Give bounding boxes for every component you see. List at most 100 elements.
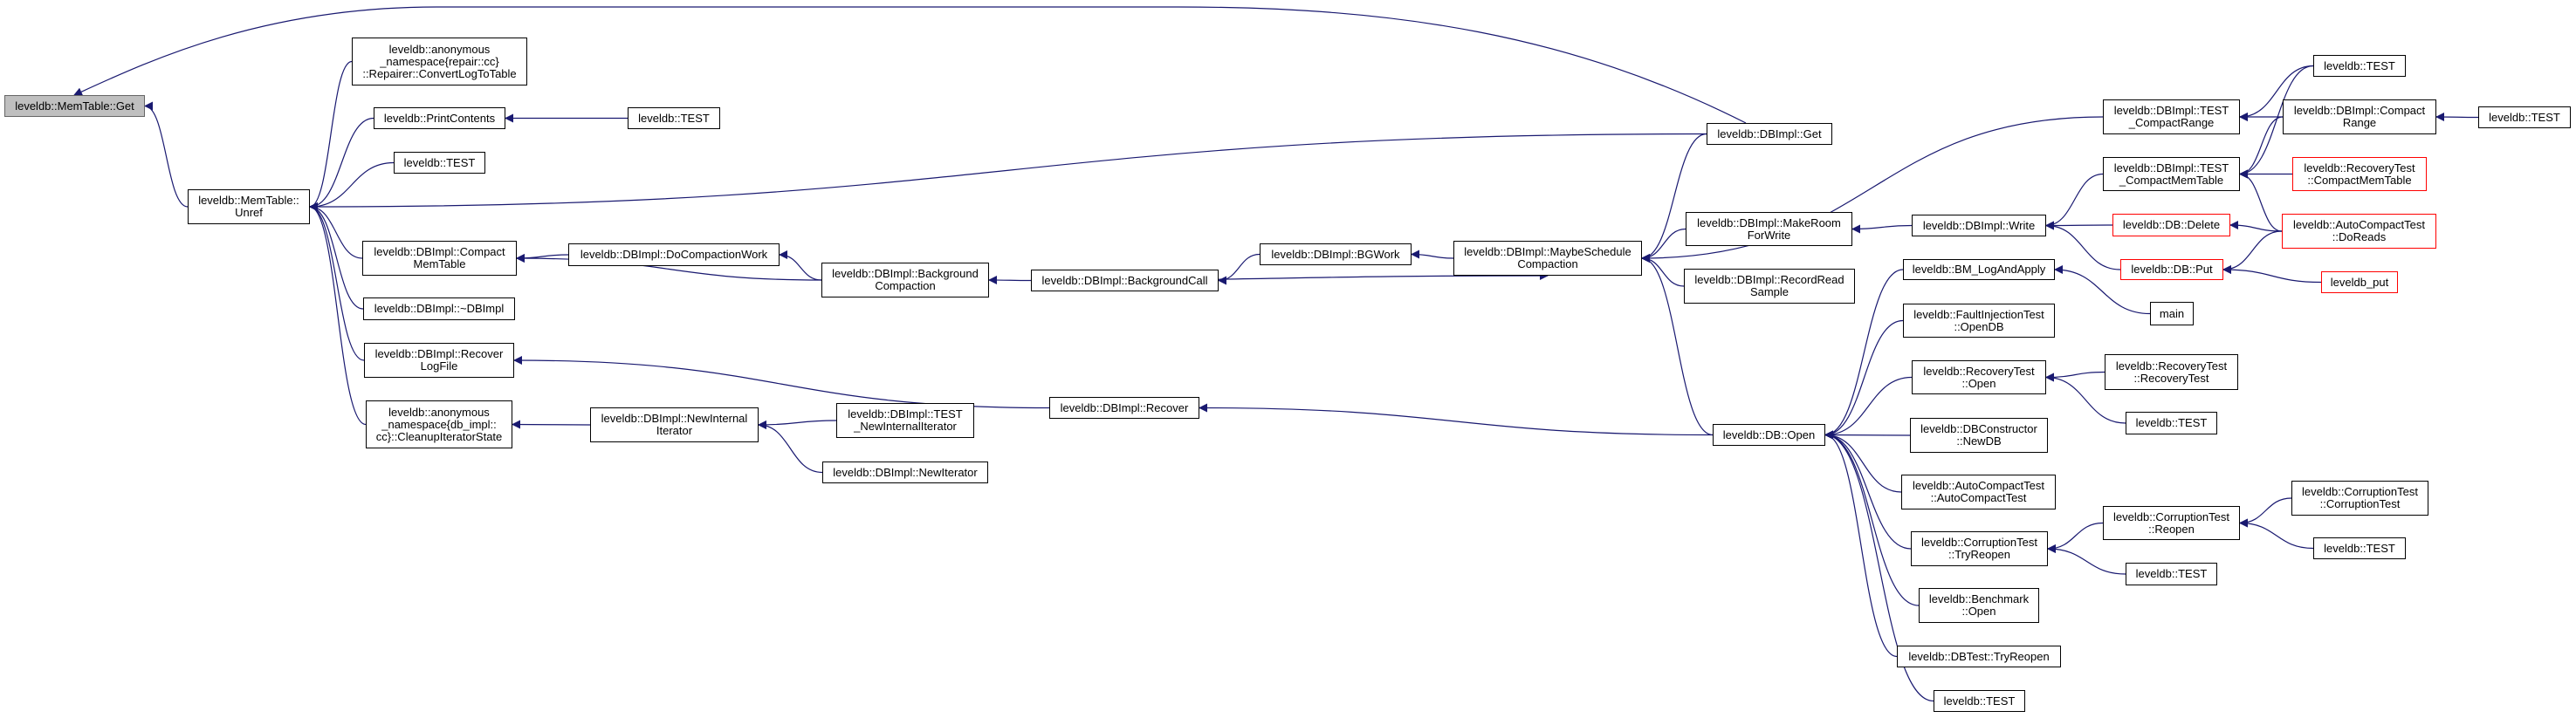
edge-test_corr-to-corrreopen — [2239, 518, 2314, 550]
graph-node-autocompact[interactable]: leveldb::AutoCompactTest ::AutoCompactTe… — [1901, 475, 2056, 509]
graph-node-dtor[interactable]: leveldb::DBImpl::~DBImpl — [363, 297, 515, 320]
graph-node-recovopen[interactable]: leveldb::RecoveryTest ::Open — [1912, 360, 2046, 394]
graph-node-recordread[interactable]: leveldb::DBImpl::RecordRead Sample — [1684, 269, 1855, 304]
edge-test_bottom-to-dbopen — [1824, 430, 1934, 702]
edge-convertlog-to-unref — [309, 60, 353, 211]
edge-recordread-to-maybeschedule — [1641, 254, 1685, 287]
edge-bgwork-to-bgcall — [1218, 253, 1261, 285]
edge-recovctor-to-recovopen — [2045, 371, 2105, 382]
edge-test_compactrange-to-maybeschedule — [1641, 116, 2104, 263]
graph-node-bgcompaction[interactable]: leveldb::DBImpl::Background Compaction — [821, 263, 989, 297]
edge-dbopen-to-maybeschedule — [1641, 254, 1714, 436]
graph-node-corrreopen[interactable]: leveldb::CorruptionTest ::Reopen — [2103, 506, 2240, 540]
edge-cleanup-to-unref — [309, 202, 367, 426]
graph-node-leveldb-put[interactable]: leveldb_put — [2321, 271, 2398, 293]
edge-recoverlogfile-to-unref — [309, 202, 365, 361]
graph-node-recovctor[interactable]: leveldb::RecoveryTest ::RecoveryTest — [2105, 354, 2238, 390]
edge-dbconstructor-to-dbopen — [1824, 430, 1911, 440]
graph-node-bm-log[interactable]: leveldb::BM_LogAndApply — [1903, 259, 2055, 280]
graph-node-bgwork[interactable]: leveldb::DBImpl::BGWork — [1260, 243, 1412, 265]
edge-maybeschedule-to-bgwork — [1411, 250, 1454, 259]
graph-node-recoverlogfile[interactable]: leveldb::DBImpl::Recover LogFile — [364, 343, 514, 378]
graph-node-maybeschedule[interactable]: leveldb::DBImpl::MaybeSchedule Compactio… — [1453, 241, 1642, 276]
graph-node-dbimplget[interactable]: leveldb::DBImpl::Get — [1707, 123, 1832, 145]
edge-bgcompaction-to-docompactionwork — [779, 250, 822, 281]
edge-faultopen-to-dbopen — [1824, 319, 1904, 440]
graph-node-unref[interactable]: leveldb::MemTable:: Unref — [188, 189, 310, 224]
edge-dbopen-to-recover — [1199, 403, 1714, 436]
edge-dbput-to-write — [2045, 221, 2121, 270]
graph-node-printcontents[interactable]: leveldb::PrintContents — [374, 107, 505, 129]
graph-node-dbopen[interactable]: leveldb::DB::Open — [1713, 424, 1825, 446]
graph-node-get: leveldb::MemTable::Get — [4, 95, 145, 117]
edge-bgcall-to-bgcompaction — [988, 276, 1032, 285]
edge-test_far-to-compactrange — [2435, 113, 2479, 122]
edge-dbdelete-to-write — [2045, 221, 2113, 230]
graph-node-dbconstructor[interactable]: leveldb::DBConstructor ::NewDB — [1910, 418, 2048, 453]
graph-node-compactrange[interactable]: leveldb::DBImpl::Compact Range — [2283, 99, 2436, 134]
edge-corrreopen-to-corrtryreopen — [2047, 522, 2104, 553]
graph-node-test-tryreopen[interactable]: leveldb::TEST — [2126, 563, 2217, 585]
edge-leveldb_put-to-dbput — [2222, 265, 2322, 284]
edge-newinternal-to-cleanup — [512, 420, 591, 429]
edge-dbtesttryreopen-to-dbopen — [1824, 430, 1898, 658]
graph-node-recov-compactmem[interactable]: leveldb::RecoveryTest ::CompactMemTable — [2292, 157, 2427, 191]
edge-docompactionwork-to-compactmemtable — [516, 253, 569, 263]
graph-node-benchopen[interactable]: leveldb::Benchmark ::Open — [1919, 588, 2039, 623]
graph-node-test-recov[interactable]: leveldb::TEST — [2126, 412, 2217, 434]
graph-node-dbput[interactable]: leveldb::DB::Put — [2120, 259, 2223, 280]
graph-node-test-b[interactable]: leveldb::TEST — [394, 152, 485, 174]
graph-node-cleanup[interactable]: leveldb::anonymous _namespace{db_impl:: … — [366, 400, 512, 448]
edge-dtor-to-unref — [309, 202, 364, 310]
edge-doreads-to-test_compactmemtable — [2239, 169, 2283, 232]
edge-corrctor-to-corrreopen — [2239, 497, 2292, 528]
graph-node-test-compactrange[interactable]: leveldb::DBImpl::TEST _CompactRange — [2103, 99, 2240, 134]
edge-test_top-to-test_compactrange — [2239, 65, 2314, 121]
graph-node-makeroom[interactable]: leveldb::DBImpl::MakeRoom ForWrite — [1686, 212, 1852, 246]
edge-test_recov-to-recovopen — [2045, 373, 2126, 424]
graph-node-main[interactable]: main — [2150, 302, 2194, 325]
graph-node-newiterator[interactable]: leveldb::DBImpl::NewIterator — [822, 462, 988, 483]
edge-recovopen-to-dbopen — [1824, 376, 1913, 440]
graph-node-convertlog[interactable]: leveldb::anonymous _namespace{repair::cc… — [352, 38, 527, 85]
graph-node-test-newinternal[interactable]: leveldb::DBImpl::TEST _NewInternalIterat… — [836, 403, 974, 438]
graph-node-recover[interactable]: leveldb::DBImpl::Recover — [1049, 397, 1199, 419]
graph-node-corrtryreopen[interactable]: leveldb::CorruptionTest ::TryReopen — [1911, 531, 2048, 566]
graph-node-compactmemtable[interactable]: leveldb::DBImpl::Compact MemTable — [362, 241, 517, 276]
edge-dbimplget-to-get — [73, 6, 1747, 124]
graph-node-test-bottom[interactable]: leveldb::TEST — [1934, 690, 2025, 712]
edge-test_compactmemtable-to-write — [2045, 173, 2104, 230]
edge-doreads-to-dbput — [2222, 230, 2283, 274]
edge-unref-to-get — [144, 101, 189, 208]
edge-write-to-makeroom — [1851, 224, 1913, 234]
edge-printcontents-to-unref — [309, 117, 374, 211]
edge-test_newinternal-to-newinternal — [758, 420, 837, 429]
edge-dbimplget-to-unref — [309, 133, 1707, 211]
edge-benchopen-to-dbopen — [1824, 430, 1920, 606]
graph-node-faultopen[interactable]: leveldb::FaultInjectionTest ::OpenDB — [1903, 304, 2055, 338]
graph-node-dbtesttryreopen[interactable]: leveldb::DBTest::TryReopen — [1897, 646, 2061, 667]
edge-dbimplget-to-maybeschedule — [1641, 133, 1707, 263]
graph-node-test-a[interactable]: leveldb::TEST — [628, 107, 720, 129]
graph-node-test-corr[interactable]: leveldb::TEST — [2313, 537, 2406, 559]
graph-node-dbdelete[interactable]: leveldb::DB::Delete — [2112, 214, 2230, 236]
edge-test_tryreopen-to-corrtryreopen — [2047, 544, 2126, 575]
edge-compactrange-to-test_compactmemtable — [2239, 116, 2284, 179]
graph-node-write[interactable]: leveldb::DBImpl::Write — [1912, 215, 2046, 236]
edge-newiterator-to-newinternal — [758, 421, 823, 474]
edge-test_top-to-test_compactmemtable — [2239, 65, 2314, 179]
edge-corrtryreopen-to-dbopen — [1824, 430, 1912, 550]
edge-autocompact-to-dbopen — [1824, 430, 1902, 493]
graph-node-docompactionwork[interactable]: leveldb::DBImpl::DoCompactionWork — [568, 243, 780, 266]
graph-node-bgcall[interactable]: leveldb::DBImpl::BackgroundCall — [1031, 270, 1219, 291]
graph-node-test-compactmemtable[interactable]: leveldb::DBImpl::TEST _CompactMemTable — [2103, 157, 2240, 191]
edge-bm_log-to-dbopen — [1824, 269, 1904, 440]
graph-node-doreads[interactable]: leveldb::AutoCompactTest ::DoReads — [2282, 214, 2436, 249]
graph-node-corrctor[interactable]: leveldb::CorruptionTest ::CorruptionTest — [2291, 481, 2428, 516]
graph-node-newinternal[interactable]: leveldb::DBImpl::NewInternal Iterator — [590, 407, 759, 442]
graph-node-test-top[interactable]: leveldb::TEST — [2313, 55, 2406, 77]
graph-node-test-far[interactable]: leveldb::TEST — [2478, 106, 2571, 128]
edge-test_b-to-unref — [309, 161, 395, 211]
